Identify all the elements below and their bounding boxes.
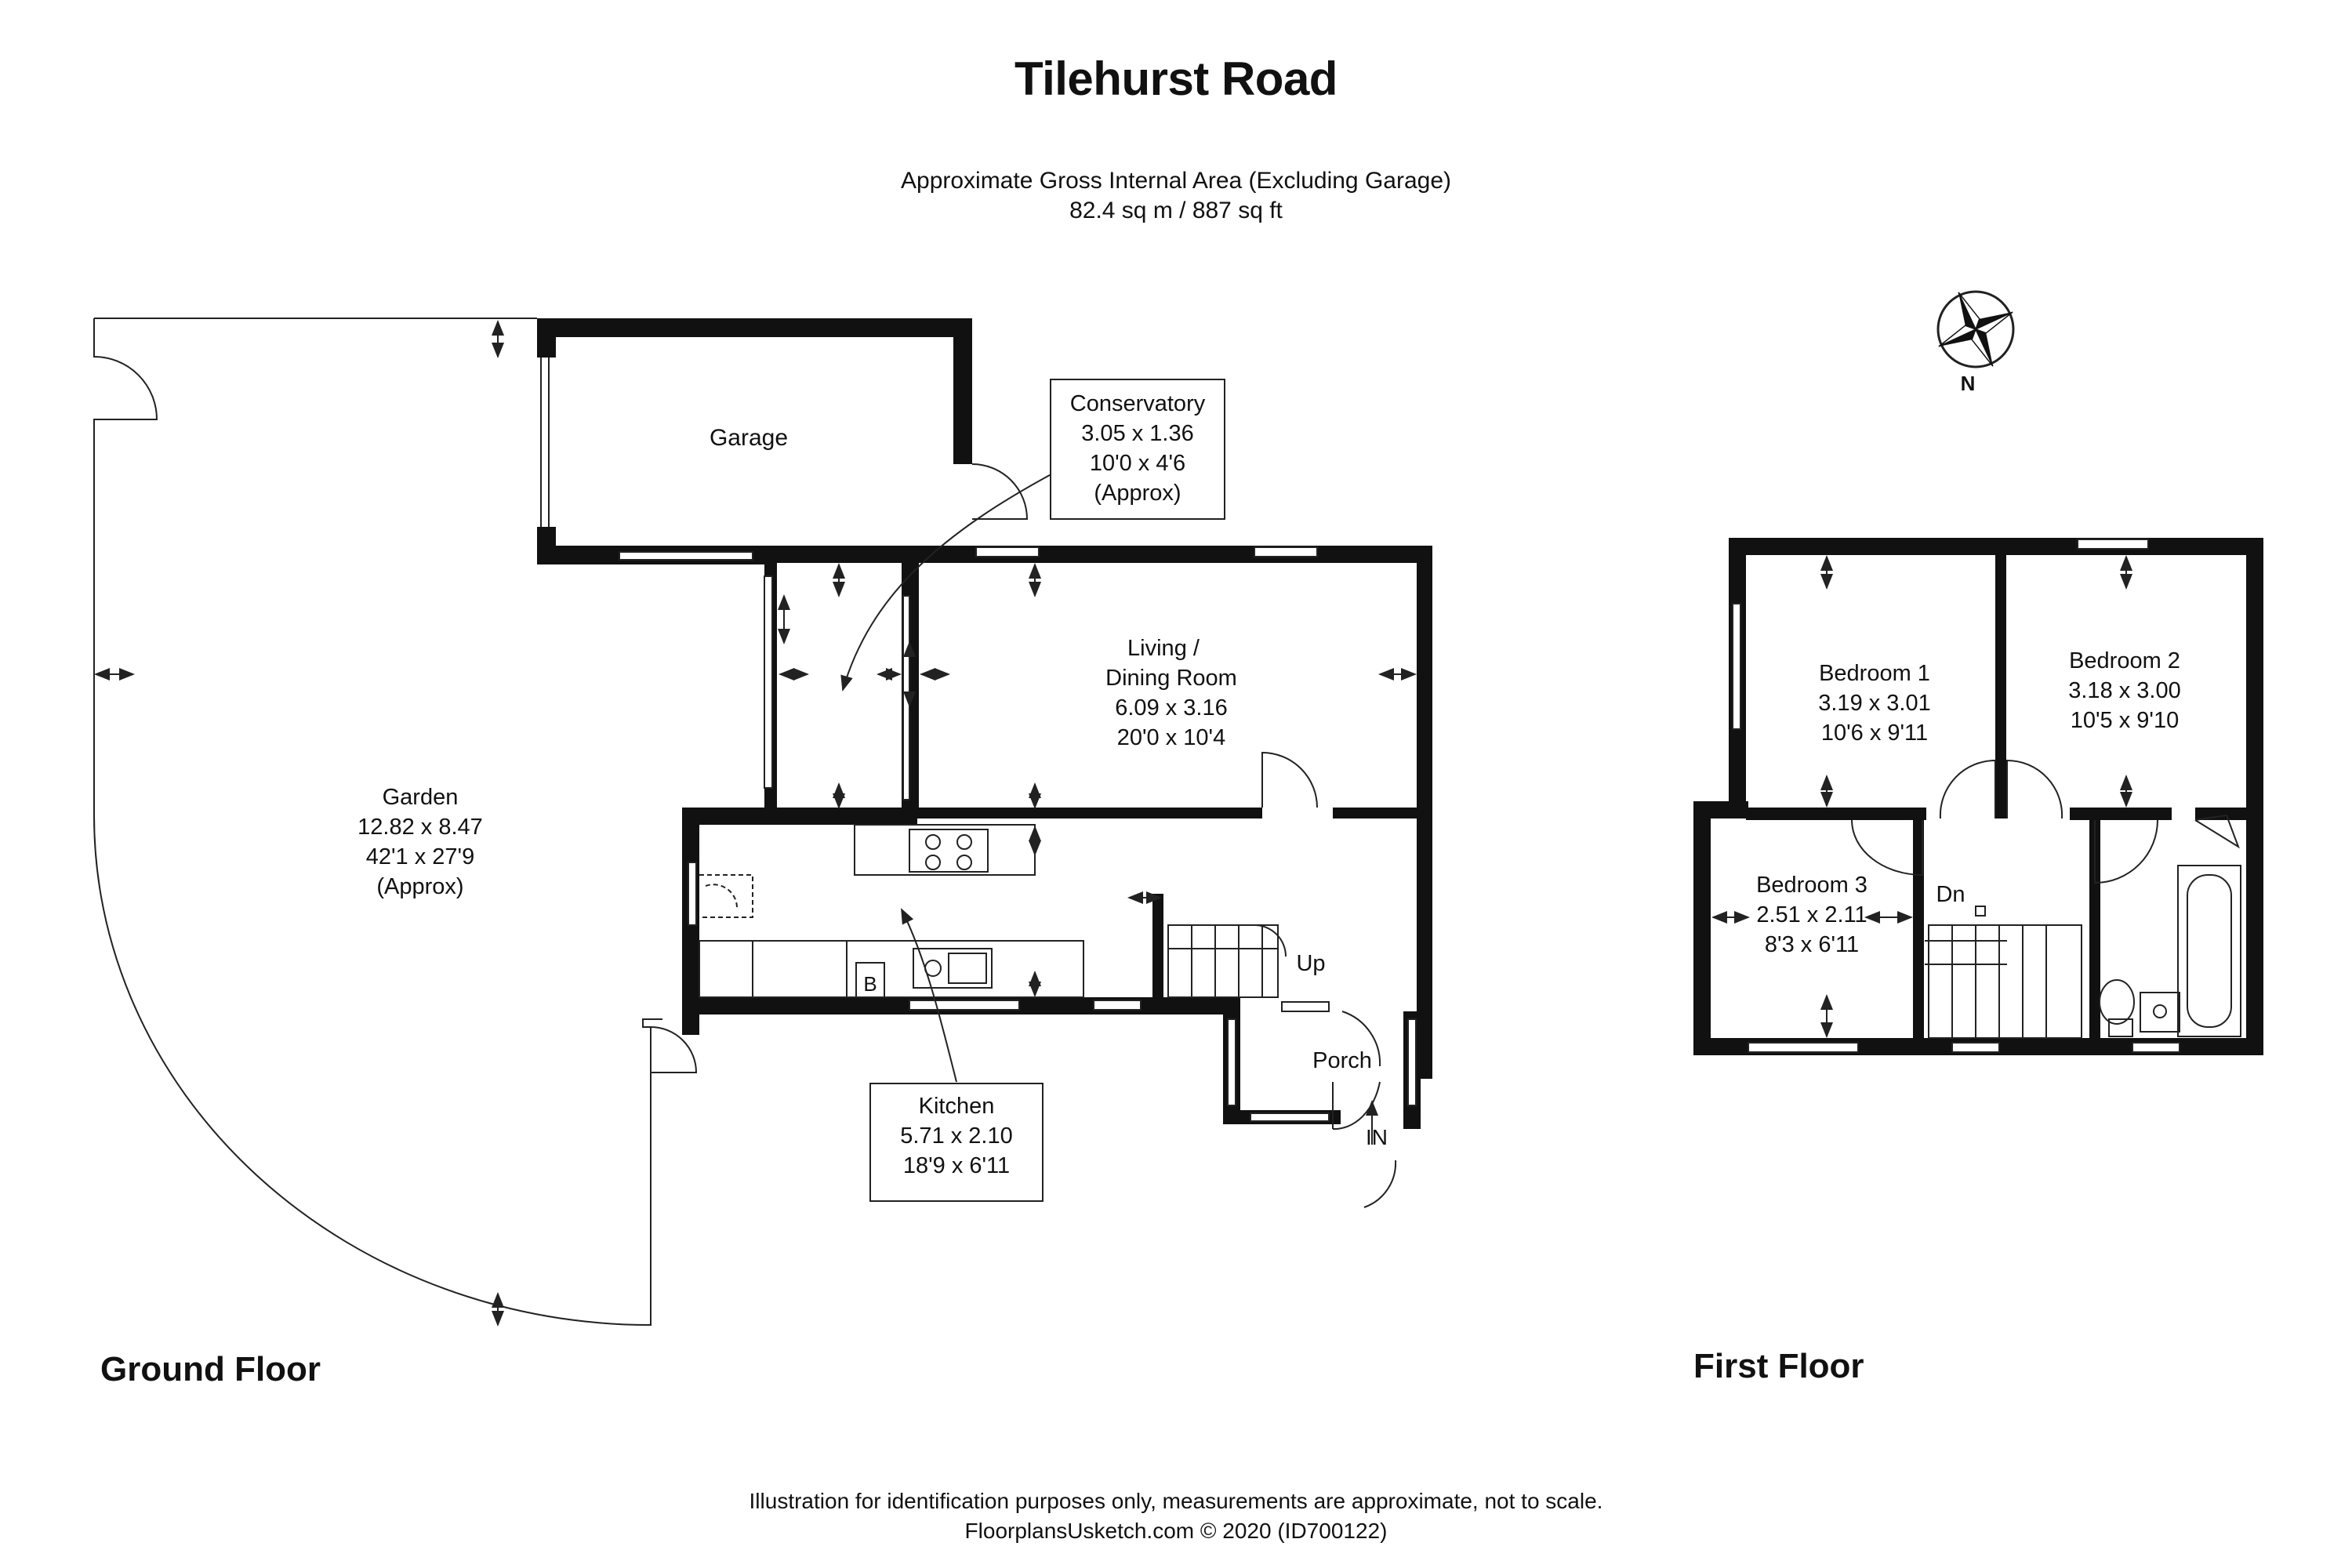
- living-name-1: Living /: [1127, 636, 1200, 661]
- plan-title: Tilehurst Road: [1014, 53, 1338, 105]
- conservatory-imperial: 10'0 x 4'6: [1090, 451, 1185, 476]
- conservatory-note: (Approx): [1094, 481, 1181, 506]
- kitchen-imperial: 18'9 x 6'11: [903, 1153, 1010, 1178]
- entrance-door: [1363, 1160, 1397, 1208]
- garden-note: (Approx): [376, 874, 463, 899]
- boiler-box: [855, 962, 885, 998]
- kitchen-name: Kitchen: [919, 1094, 995, 1119]
- bedroom3-door: [1851, 819, 1923, 877]
- kitchen-fittings: [699, 824, 1084, 998]
- garden-metric: 12.82 x 8.47: [358, 815, 483, 840]
- living-door: [1261, 751, 1318, 808]
- porch-door: [1332, 1011, 1381, 1131]
- first-floor-label: First Floor: [1693, 1347, 1864, 1385]
- bedroom1-door: [1939, 759, 1996, 819]
- living-name-2: Dining Room: [1105, 666, 1237, 691]
- gross-area: Approximate Gross Internal Area (Excludi…: [0, 166, 2352, 226]
- dimension-arrows: [94, 320, 1417, 1327]
- bedroom2-imperial: 10'5 x 9'10: [2071, 708, 2179, 733]
- first-floor-windows: [1732, 539, 2180, 1053]
- conservatory-pointer: [840, 470, 1059, 691]
- bedroom3-metric: 2.51 x 2.11: [1756, 902, 1867, 927]
- bedroom2-metric: 3.18 x 3.00: [2068, 678, 2181, 703]
- house-walls: [682, 546, 1432, 1129]
- disclaimer-text: Illustration for identification purposes…: [749, 1489, 1603, 1513]
- gross-area-label: Approximate Gross Internal Area (Excludi…: [901, 168, 1451, 194]
- first-floor: [1693, 538, 2263, 1055]
- garden-gate: [650, 1026, 698, 1073]
- conservatory-metric: 3.05 x 1.36: [1081, 421, 1194, 446]
- garden-outline: [93, 318, 662, 1327]
- cupboard-door: [2194, 814, 2240, 849]
- garden-imperial: 42'1 x 27'9: [366, 844, 474, 869]
- gross-area-value: 82.4 sq m / 887 sq ft: [1069, 198, 1283, 223]
- compass-icon: N: [1936, 290, 2015, 395]
- first-labels: Bedroom 1 3.19 x 3.01 10'6 x 9'11 Bedroo…: [1756, 648, 2181, 957]
- kitchen-label-box: [869, 1083, 1044, 1202]
- first-staircase: [1925, 906, 2082, 1039]
- bedroom1-name: Bedroom 1: [1819, 661, 1930, 686]
- garage-label: Garage: [710, 425, 788, 451]
- kitchen-pointer: [901, 908, 957, 1083]
- bedroom3-imperial: 8'3 x 6'11: [1765, 932, 1859, 957]
- porch-label: Porch: [1312, 1048, 1372, 1073]
- ground-floor: [93, 318, 1432, 1327]
- bedroom1-imperial: 10'6 x 9'11: [1821, 720, 1928, 746]
- conservatory-name: Conservatory: [1070, 391, 1206, 416]
- living-metric: 6.09 x 3.16: [1115, 695, 1228, 720]
- compass-north-label: N: [1961, 372, 1976, 395]
- copyright-text: FloorplansUsketch.com © 2020 (ID700122): [964, 1519, 1388, 1543]
- kitchen-metric: 5.71 x 2.10: [900, 1123, 1013, 1149]
- ground-floor-label: Ground Floor: [100, 1350, 321, 1388]
- bedroom1-metric: 3.19 x 3.01: [1818, 691, 1931, 716]
- garden-name: Garden: [383, 785, 459, 810]
- stairs-up-label: Up: [1296, 951, 1325, 976]
- bedroom3-name: Bedroom 3: [1756, 873, 1867, 898]
- conservatory-label-box: [1050, 379, 1225, 520]
- stairs-down-label: Dn: [1936, 882, 1965, 907]
- entrance-label: IN: [1366, 1125, 1388, 1149]
- first-dimension-arrows: [1711, 555, 2132, 1038]
- bathroom-door: [2094, 819, 2158, 884]
- bathroom-fittings: [2099, 865, 2241, 1037]
- ground-windows: [619, 546, 1417, 1122]
- living-imperial: 20'0 x 10'4: [1117, 725, 1225, 750]
- boiler-label: B: [863, 972, 877, 996]
- bedroom2-door: [2006, 759, 2063, 819]
- ground-staircase: [1167, 924, 1287, 998]
- disclaimer: Illustration for identification purposes…: [0, 1486, 2352, 1546]
- bedroom2-name: Bedroom 2: [2069, 648, 2180, 673]
- ground-labels: Garage Conservatory 3.05 x 1.36 10'0 x 4…: [358, 391, 1388, 1178]
- garage-side-door: [971, 463, 1029, 520]
- garage: [537, 318, 972, 564]
